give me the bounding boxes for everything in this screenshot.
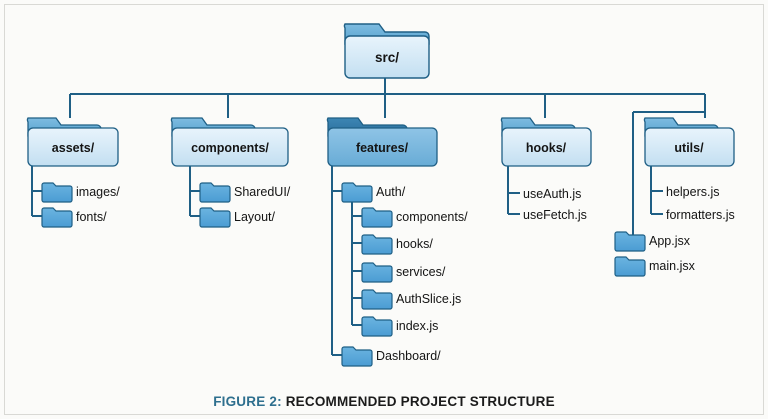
- leaf-label-fonts: fonts/: [76, 210, 107, 224]
- leaf-dashboard[interactable]: Dashboard/: [341, 346, 441, 367]
- leaf-label-main-jsx: main.jsx: [649, 259, 696, 273]
- folder-icon: [199, 207, 231, 228]
- leaf-label-auth-services: services/: [396, 265, 446, 279]
- leaf-label-auth-index: index.js: [396, 319, 438, 333]
- folder-body-icon: [27, 127, 119, 167]
- node-hooks[interactable]: hooks/: [500, 117, 592, 167]
- node-components[interactable]: components/: [170, 117, 289, 167]
- leaf-label-dashboard: Dashboard/: [376, 349, 441, 363]
- leaf-label-auth-components: components/: [396, 210, 468, 224]
- leaf-helpers[interactable]: helpers.js: [666, 185, 720, 199]
- node-label-features: features/: [356, 141, 409, 155]
- node-label-utils: utils/: [674, 141, 704, 155]
- node-assets[interactable]: assets/: [26, 117, 119, 167]
- folder-icon: [41, 207, 73, 228]
- leaf-label-useauth: useAuth.js: [523, 187, 581, 201]
- leaf-sharedui[interactable]: SharedUI/: [199, 182, 291, 203]
- folder-icon: [341, 346, 373, 367]
- folder-icon: [361, 289, 393, 310]
- leaf-usefetch[interactable]: useFetch.js: [523, 208, 587, 222]
- leaf-label-usefetch: useFetch.js: [523, 208, 587, 222]
- folder-icon: [199, 182, 231, 203]
- folder-icon: [361, 207, 393, 228]
- figure-caption-prefix: FIGURE 2:: [213, 394, 286, 409]
- folder-body-icon: [644, 127, 735, 167]
- node-label-assets: assets/: [52, 141, 95, 155]
- leaf-label-images: images/: [76, 185, 120, 199]
- folder-icon: [614, 231, 646, 252]
- folder-body-icon: [501, 127, 592, 167]
- leaf-main-jsx[interactable]: main.jsx: [614, 256, 696, 277]
- leaf-label-auth: Auth/: [376, 185, 406, 199]
- folder-body-icon: [344, 35, 430, 79]
- leaf-auth[interactable]: Auth/: [341, 182, 406, 203]
- folder-body-icon: [171, 127, 289, 167]
- folder-body-icon: [327, 127, 438, 167]
- node-src[interactable]: src/: [343, 23, 430, 79]
- folder-icon: [361, 316, 393, 337]
- folder-icon: [361, 262, 393, 283]
- node-label-components: components/: [191, 141, 269, 155]
- node-label-src: src/: [375, 50, 399, 65]
- leaf-useauth[interactable]: useAuth.js: [523, 187, 581, 201]
- leaf-images[interactable]: images/: [41, 182, 120, 203]
- leaf-auth-components[interactable]: components/: [361, 207, 468, 228]
- leaf-app-jsx[interactable]: App.jsx: [614, 231, 691, 252]
- folder-icon: [41, 182, 73, 203]
- node-features[interactable]: features/: [326, 117, 438, 167]
- leaf-auth-services[interactable]: services/: [361, 262, 446, 283]
- folder-icon: [341, 182, 373, 203]
- leaf-layout[interactable]: Layout/: [199, 207, 276, 228]
- leaf-label-auth-hooks: hooks/: [396, 237, 433, 251]
- node-utils[interactable]: utils/: [643, 117, 735, 167]
- leaf-formatters[interactable]: formatters.js: [666, 208, 735, 222]
- figure-caption: FIGURE 2: RECOMMENDED PROJECT STRUCTURE: [0, 394, 768, 409]
- leaf-label-helpers: helpers.js: [666, 185, 720, 199]
- leaf-label-sharedui: SharedUI/: [234, 185, 291, 199]
- folder-icon: [361, 234, 393, 255]
- leaf-label-formatters: formatters.js: [666, 208, 735, 222]
- leaf-label-app-jsx: App.jsx: [649, 234, 691, 248]
- leaf-auth-hooks[interactable]: hooks/: [361, 234, 433, 255]
- leaf-fonts[interactable]: fonts/: [41, 207, 107, 228]
- node-label-hooks: hooks/: [526, 141, 567, 155]
- leaf-auth-slice[interactable]: AuthSlice.js: [361, 289, 461, 310]
- figure-caption-text: RECOMMENDED PROJECT STRUCTURE: [285, 394, 555, 409]
- folder-icon: [614, 256, 646, 277]
- leaf-label-layout: Layout/: [234, 210, 276, 224]
- leaf-label-auth-slice: AuthSlice.js: [396, 292, 461, 306]
- leaf-auth-index[interactable]: index.js: [361, 316, 438, 337]
